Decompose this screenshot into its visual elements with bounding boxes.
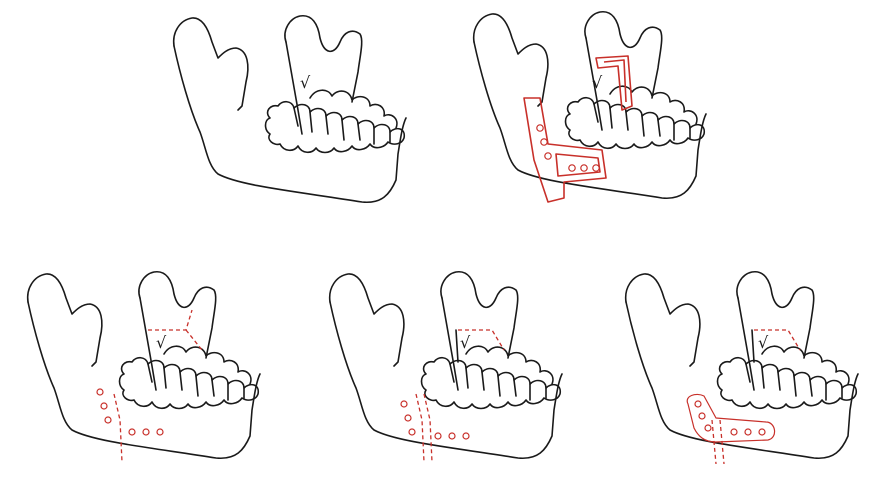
screw-hole: [449, 433, 455, 439]
screw-hole: [759, 429, 765, 435]
screw-hole: [129, 429, 135, 435]
mandible-diagram: √: [6, 270, 268, 480]
panel-intact-mandible: √: [152, 14, 414, 224]
check-mark: √: [758, 333, 769, 352]
screw-hole: [695, 401, 701, 407]
resection-edge: [456, 330, 458, 362]
panel-planned-osteotomy: √: [6, 270, 268, 480]
screw-hole: [157, 429, 163, 435]
screw-hole: [569, 165, 575, 171]
osteotomy-line-vertical-a: [416, 394, 424, 462]
resection-edge: [752, 330, 754, 362]
screw-hole: [705, 425, 711, 431]
screw-hole: [463, 433, 469, 439]
screw-hole: [541, 139, 547, 145]
screw-hole: [401, 401, 407, 407]
mandible-diagram: √: [604, 270, 866, 480]
screw-hole: [97, 389, 103, 395]
check-mark: √: [460, 333, 471, 352]
screw-hole: [101, 403, 107, 409]
screw-hole: [745, 429, 751, 435]
screw-hole: [731, 429, 737, 435]
screw-hole: [593, 165, 599, 171]
check-mark: √: [592, 73, 603, 92]
check-mark: √: [156, 333, 167, 352]
screw-hole: [435, 433, 441, 439]
screw-hole: [537, 125, 543, 131]
screw-hole: [699, 413, 705, 419]
mandible-diagram: √: [308, 270, 570, 480]
screw-hole: [143, 429, 149, 435]
check-mark: √: [300, 73, 311, 92]
osteotomy-line-vertical-b: [424, 394, 432, 462]
panel-resected-segment: √: [308, 270, 570, 480]
screw-hole: [581, 165, 587, 171]
screw-hole: [405, 415, 411, 421]
panel-cutting-guide: √: [452, 10, 714, 220]
panel-fixation-plate: √: [604, 270, 866, 480]
mandible-diagram: √: [452, 10, 714, 220]
mandible-diagram: √: [152, 14, 414, 224]
cutting-guide-lower: [524, 98, 606, 202]
screw-hole: [105, 417, 111, 423]
osteotomy-line-vertical: [114, 394, 122, 462]
screw-hole: [409, 429, 415, 435]
cutting-guide-lower-inner: [556, 154, 600, 176]
screw-hole: [545, 153, 551, 159]
